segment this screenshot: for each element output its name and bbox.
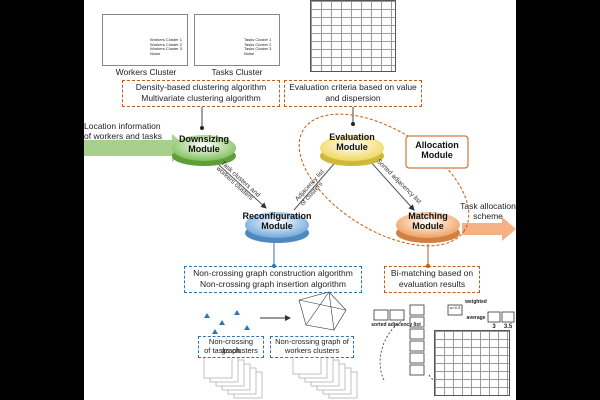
workers-legend-noise: Noise [150,50,161,56]
workers-cluster-label: Workers Cluster [115,67,177,77]
tasks-graph-line2: of tasks clusters [204,346,258,355]
input-label: Location information of workers and task… [84,121,188,142]
workers-legend-1: Workers Cluster 1 [150,37,182,42]
downsizing-module: Downsizing Module [172,134,236,155]
tasks-legend-1: Tasks Cluster 1 [244,37,272,42]
graph-line2: Non-crossing graph insertion algorithm [200,279,346,289]
diagram-graphics [84,19,516,399]
workers-graph-line1: Non-crossing graph of [275,337,349,346]
evaluation-line1: Evaluation criteria based on value [289,82,417,92]
average-label: average [466,315,486,321]
graph-line1: Non-crossing graph construction algorith… [193,268,353,278]
w-label: w=0.5 [449,305,461,310]
workers-graph-line2: workers clusters [284,346,340,355]
tasks-graph-box: Non-crossing graph of tasks clusters [198,336,264,358]
matching-matrix [434,330,510,396]
clustering-line2: Multivariate clustering algorithm [141,93,261,103]
evaluation-criteria-box: Evaluation criteria based on value and d… [284,80,422,107]
diagram-canvas: Workers Cluster 1 Workers Cluster 2 Work… [84,0,516,400]
evaluation-matrix [310,0,396,72]
reconfiguration-title: Reconfiguration [242,211,312,221]
value-2: 3.5 [503,324,513,330]
matching-module: Matching Module [396,211,460,232]
evaluation-module: Evaluation Module [320,132,384,153]
evaluation-title: Evaluation [329,132,375,142]
downsizing-disc [172,135,236,166]
sorted-list-label: sorted adjacency list [371,322,421,328]
tasks-cluster-thumbnail [194,14,280,66]
matching-disc [396,212,460,243]
tasks-legend-2: Tasks Cluster 2 [244,41,272,47]
input-arrow [84,134,188,162]
matching-title: Matching [408,211,448,221]
bimatch-line1: Bi-matching based on [390,268,474,278]
output-line2: scheme [473,210,503,221]
reconfiguration-module: Reconfiguration Module [237,211,317,232]
tasks-cluster-label: Tasks Cluster [211,67,263,77]
bimatch-line2: evaluation results [398,279,466,289]
workers-legend-3: Workers Cluster 3 [150,46,182,52]
evaluation-subtitle: Module [336,141,368,152]
output-arrow [462,217,516,241]
allocation-title: Allocation [415,140,459,150]
weighted-label: weighted [465,299,487,305]
evaluation-line2: and dispersion [325,93,381,103]
clustering-line1: Density-based clustering algorithm [135,82,267,92]
allocation-subtitle: Module [421,149,453,160]
tasks-graph-points [204,310,250,334]
reconfiguration-disc [245,212,309,243]
workers-legend: Workers Cluster 1 Workers Cluster 2 Work… [150,37,186,56]
clustering-box: Density-based clustering algorithm Multi… [122,80,280,107]
value-1: 3 [492,324,496,330]
evaluation-disc [320,135,384,166]
matching-subtitle: Module [412,220,444,231]
workers-graph-box: Non-crossing graph of workers clusters [270,336,354,358]
reconfiguration-subtitle: Module [261,220,293,231]
graph-algorithm-box: Non-crossing graph construction algorith… [184,266,362,293]
tasks-legend: Tasks Cluster 1 Tasks Cluster 2 Tasks Cl… [244,37,280,56]
tasks-legend-3: Tasks Cluster 3 [244,46,272,52]
workers-legend-2: Workers Cluster 2 [150,41,182,47]
input-line1: Location information [84,121,161,131]
allocation-module: Allocation Module [406,140,468,161]
tasks-graph-line1: Non-crossing graph [208,337,254,355]
matching-detail [373,304,515,376]
bimatching-box: Bi-matching based on evaluation results [384,266,480,293]
tasks-legend-noise: Noise [244,50,255,56]
tasks-sheets [203,351,263,399]
output-label: Task allocation scheme [460,201,516,222]
workers-graph [298,291,347,331]
output-line1: Task allocation [460,201,516,211]
downsizing-title: Downsizing [179,134,229,144]
downsizing-subtitle: Module [188,143,220,154]
workers-cluster-thumbnail [102,14,188,66]
input-line2: of workers and tasks [84,130,162,141]
